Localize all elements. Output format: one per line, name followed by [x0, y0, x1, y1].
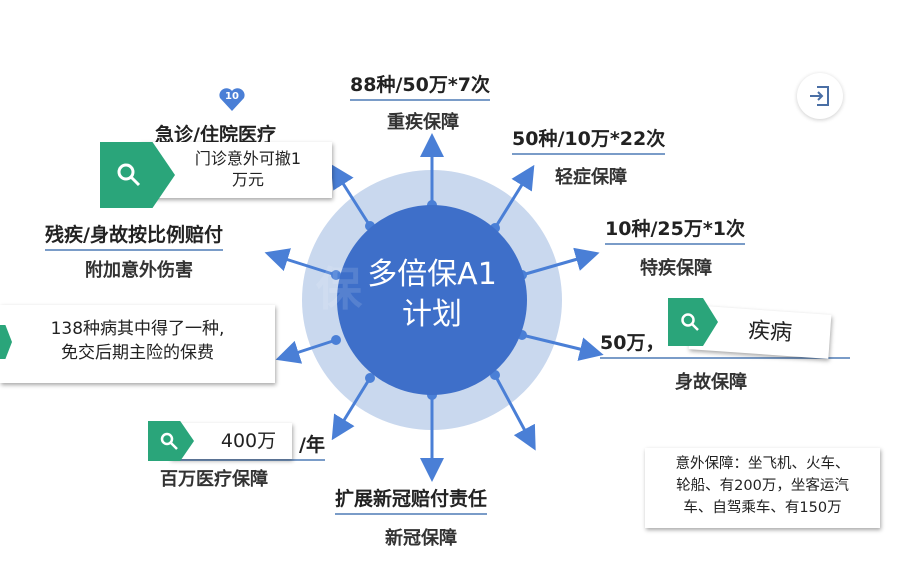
branch-covid-bottom: 新冠保障 [385, 528, 457, 549]
card-accident-line2: 轮船、有200万，坐客运汽 [676, 478, 849, 494]
search-icon [681, 313, 699, 331]
card-waiver: 138种病其中得了一种, 免交后期主险的保费 [0, 305, 275, 383]
branch-accident-top: 残疾/身故按比例赔付 [45, 220, 223, 251]
center-title-line2: 计划 [402, 297, 462, 332]
arrow-left-upper [264, 248, 337, 277]
card-accident-detail: 意外保障：坐飞机、火车、 轮船、有200万，坐客运汽 车、自驾乘车、有150万 [645, 448, 880, 528]
arrow-up-left [330, 163, 372, 227]
card-outpatient: 门诊意外可撤1万元 [140, 142, 332, 198]
branch-death-top: 50万， [600, 328, 850, 359]
branch-mild-top: 50种/10万*22次 [512, 124, 666, 155]
card-outpatient-text: 门诊意外可撤1万元 [194, 149, 302, 189]
branch-covid-top: 扩展新冠赔付责任 [335, 484, 488, 515]
center-title: 多倍保A1 计划 [337, 255, 527, 335]
branch-mild-bottom: 轻症保障 [555, 167, 627, 188]
card-accident-line1: 意外保障：坐飞机、火车、 [675, 456, 850, 472]
card-waiver-line2: 免交后期主险的保费 [61, 343, 214, 363]
svg-text:保: 保 [316, 262, 363, 316]
arrow-right-upper [521, 247, 600, 277]
card-disease-text: 疾病 [747, 318, 793, 347]
card-medical-text: 400万 [220, 430, 277, 452]
branch-special-bottom: 特疾保障 [640, 258, 712, 279]
arrow-down-left [331, 377, 372, 441]
exit-button[interactable] [797, 73, 843, 119]
search-icon [160, 432, 178, 450]
branch-accident-bottom: 附加意外伤害 [85, 260, 193, 281]
branch-death-bottom: 身故保障 [675, 372, 747, 393]
branch-emergency-top: 急诊/住院医疗 [155, 124, 276, 146]
arrow-up-right [493, 164, 535, 229]
arrow-right-lower [521, 333, 604, 361]
center-circle [337, 205, 527, 395]
card-medical: 400万 [170, 423, 292, 459]
arrow-down-right [493, 374, 536, 451]
search-icon [117, 163, 141, 187]
arrows [264, 133, 604, 482]
branch-medical-bottom: 百万医疗保障 [160, 469, 268, 490]
branch-medical-top: /年 [160, 430, 325, 461]
arrow-left-lower [275, 338, 337, 364]
badge-number: 10 [225, 91, 239, 102]
card-waiver-line1: 138种病其中得了一种, [50, 319, 225, 339]
heart-badge-icon: 10 [217, 86, 247, 112]
exit-icon [810, 86, 829, 106]
branch-critical-top: 88种/50万*7次 [350, 70, 490, 101]
center-title-line1: 多倍保A1 [367, 257, 497, 292]
branch-special-top: 10种/25万*1次 [605, 214, 745, 245]
branch-critical-bottom: 重疾保障 [387, 112, 459, 133]
card-accident-line3: 车、自驾乘车、有150万 [683, 500, 842, 516]
